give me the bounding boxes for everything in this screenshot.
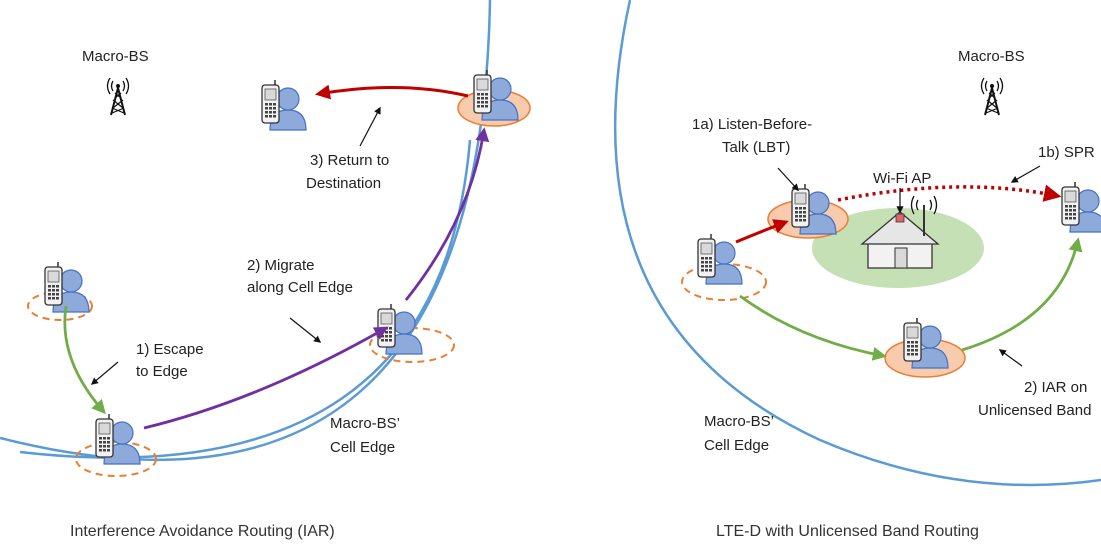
destination-user-icon xyxy=(261,79,307,131)
lbt-label-line1: 1a) Listen-Before- xyxy=(692,116,812,133)
pointer-iar xyxy=(998,349,1023,367)
step1-label-line2: to Edge xyxy=(136,363,188,380)
right-macro-bs-label: Macro-BS xyxy=(958,48,1025,65)
right-caption: LTE-D with Unlicensed Band Routing xyxy=(716,523,979,540)
left-cell-edge-inner xyxy=(19,139,472,459)
step3-label-line1: 3) Return to xyxy=(310,152,389,169)
left-antenna-tower-icon xyxy=(106,77,130,116)
pointer-escape xyxy=(90,361,119,385)
right-panel: Macro-BS xyxy=(613,0,1101,540)
edge-zone xyxy=(75,441,157,477)
spr-dotted-arrow xyxy=(837,184,1062,202)
spr-label: 1b) SPR xyxy=(1038,144,1095,161)
left-cell-edge-outer xyxy=(0,0,492,461)
step2-label-line2: along Cell Edge xyxy=(247,279,353,296)
pointer-spr xyxy=(1010,165,1041,183)
iar-label-line2: Unlicensed Band xyxy=(978,402,1091,419)
left-panel: Macro-BS 1) Escape to Edge 2) Migrate al… xyxy=(0,0,531,540)
lbt-arrow xyxy=(735,219,789,244)
return-arrow xyxy=(315,84,469,100)
right-cell-edge-label-line1: Macro-BS’ xyxy=(704,413,774,430)
migrate-arrow-2 xyxy=(404,127,490,301)
iar-label-line1: 2) IAR on xyxy=(1024,379,1087,396)
escape-arrow xyxy=(63,305,106,415)
house-icon xyxy=(860,211,940,269)
pointer-return xyxy=(359,106,381,147)
step1-label-line1: 1) Escape xyxy=(136,341,204,358)
migrate-arrow-1 xyxy=(143,326,389,430)
left-cell-edge-label-line2: Cell Edge xyxy=(330,439,395,456)
iar-green-arrow-1 xyxy=(739,294,887,361)
wifi-ap-label: Wi-Fi AP xyxy=(873,170,931,187)
left-macro-bs-label: Macro-BS xyxy=(82,48,149,65)
right-cell-edge-label-line2: Cell Edge xyxy=(704,437,769,454)
pointer-migrate xyxy=(289,317,322,343)
left-cell-edge-label-line1: Macro-BS’ xyxy=(330,415,400,432)
lbt-label-line2: Talk (LBT) xyxy=(722,139,790,156)
right-source-user-icon xyxy=(697,233,743,285)
iar-green-arrow-2 xyxy=(961,237,1083,352)
source-user-icon xyxy=(44,261,90,313)
pointer-lbt xyxy=(777,167,799,192)
left-caption: Interference Avoidance Routing (IAR) xyxy=(70,523,335,540)
edge-user-icon xyxy=(95,413,141,465)
wifi-antenna-icon xyxy=(910,195,938,236)
step2-label-line1: 2) Migrate xyxy=(247,257,315,274)
right-destination-user-icon xyxy=(1061,181,1101,233)
right-cell-edge xyxy=(613,0,1101,487)
right-antenna-tower-icon xyxy=(980,77,1004,116)
step3-label-line2: Destination xyxy=(306,175,381,192)
